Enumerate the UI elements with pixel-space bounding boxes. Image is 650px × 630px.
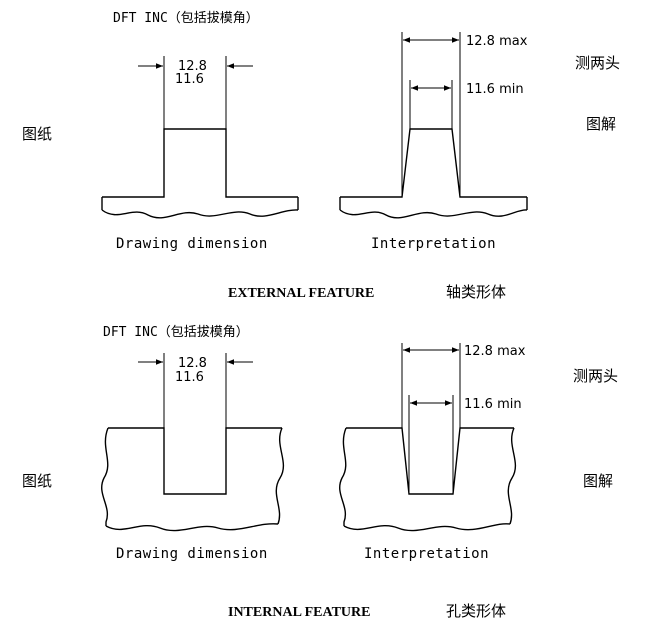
top-shaft-profile — [102, 128, 298, 198]
top-drawing-figure: 12.8 11.6 — [101, 56, 299, 219]
top-dim-upper: 12.8 — [178, 59, 207, 74]
bottom-drawing-caption: Drawing dimension — [116, 546, 268, 562]
top-interp-base-break-line — [339, 209, 528, 219]
bottom-dim-upper: 12.8 — [178, 356, 207, 371]
bottom-interp-max-text: 12.8 max — [464, 344, 526, 359]
bottom-interp-min-text: 11.6 min — [464, 397, 522, 412]
external-feature-title: EXTERNAL FEATURE — [228, 286, 374, 301]
bottom-block-bottom-break — [105, 523, 279, 532]
bottom-dim-lower: 11.6 — [175, 370, 204, 385]
bottom-hole-profile — [108, 427, 282, 495]
bottom-interp-block-left-break — [339, 427, 347, 526]
bottom-interpretation-figure: 12.8 max 11.6 min — [339, 343, 526, 532]
internal-feature-section: DFT INC（包括拔模角） 图纸 12.8 11.6 Drawing dime… — [22, 325, 618, 620]
internal-feature-title: INTERNAL FEATURE — [228, 605, 371, 620]
bottom-dft-note: DFT INC（包括拔模角） — [103, 325, 249, 340]
top-right-label-diagram: 图解 — [586, 115, 616, 133]
bottom-interpretation-caption: Interpretation — [364, 546, 489, 562]
bottom-interp-block-bottom-break — [343, 523, 511, 532]
top-interpretation-caption: Interpretation — [371, 236, 496, 252]
top-interp-shaft-profile — [340, 128, 527, 198]
top-dim-lower: 11.6 — [175, 72, 204, 87]
bottom-drawing-figure: 12.8 11.6 — [101, 353, 285, 532]
internal-feature-cn: 孔类形体 — [446, 602, 506, 620]
top-interp-max-text: 12.8 max — [466, 34, 528, 49]
bottom-drawing-label: 图纸 — [22, 472, 52, 490]
external-feature-cn: 轴类形体 — [446, 283, 506, 301]
top-interp-min-text: 11.6 min — [466, 82, 524, 97]
top-right-label-measure: 测两头 — [575, 54, 620, 72]
top-base-break-line — [101, 209, 299, 219]
top-dft-note: DFT INC（包括拔模角） — [113, 11, 259, 26]
external-feature-section: DFT INC（包括拔模角） 图纸 12.8 11.6 Drawing dime… — [22, 11, 620, 301]
top-drawing-label: 图纸 — [22, 125, 52, 143]
bottom-right-label-diagram: 图解 — [583, 472, 613, 490]
top-drawing-caption: Drawing dimension — [116, 236, 268, 252]
bottom-block-left-break — [101, 427, 109, 526]
bottom-interp-block-right-break — [507, 427, 517, 525]
bottom-interp-hole-profile — [346, 427, 514, 495]
bottom-right-label-measure: 测两头 — [573, 367, 618, 385]
bottom-block-right-break — [275, 427, 285, 525]
top-interpretation-figure: 12.8 max 11.6 min — [339, 32, 528, 219]
